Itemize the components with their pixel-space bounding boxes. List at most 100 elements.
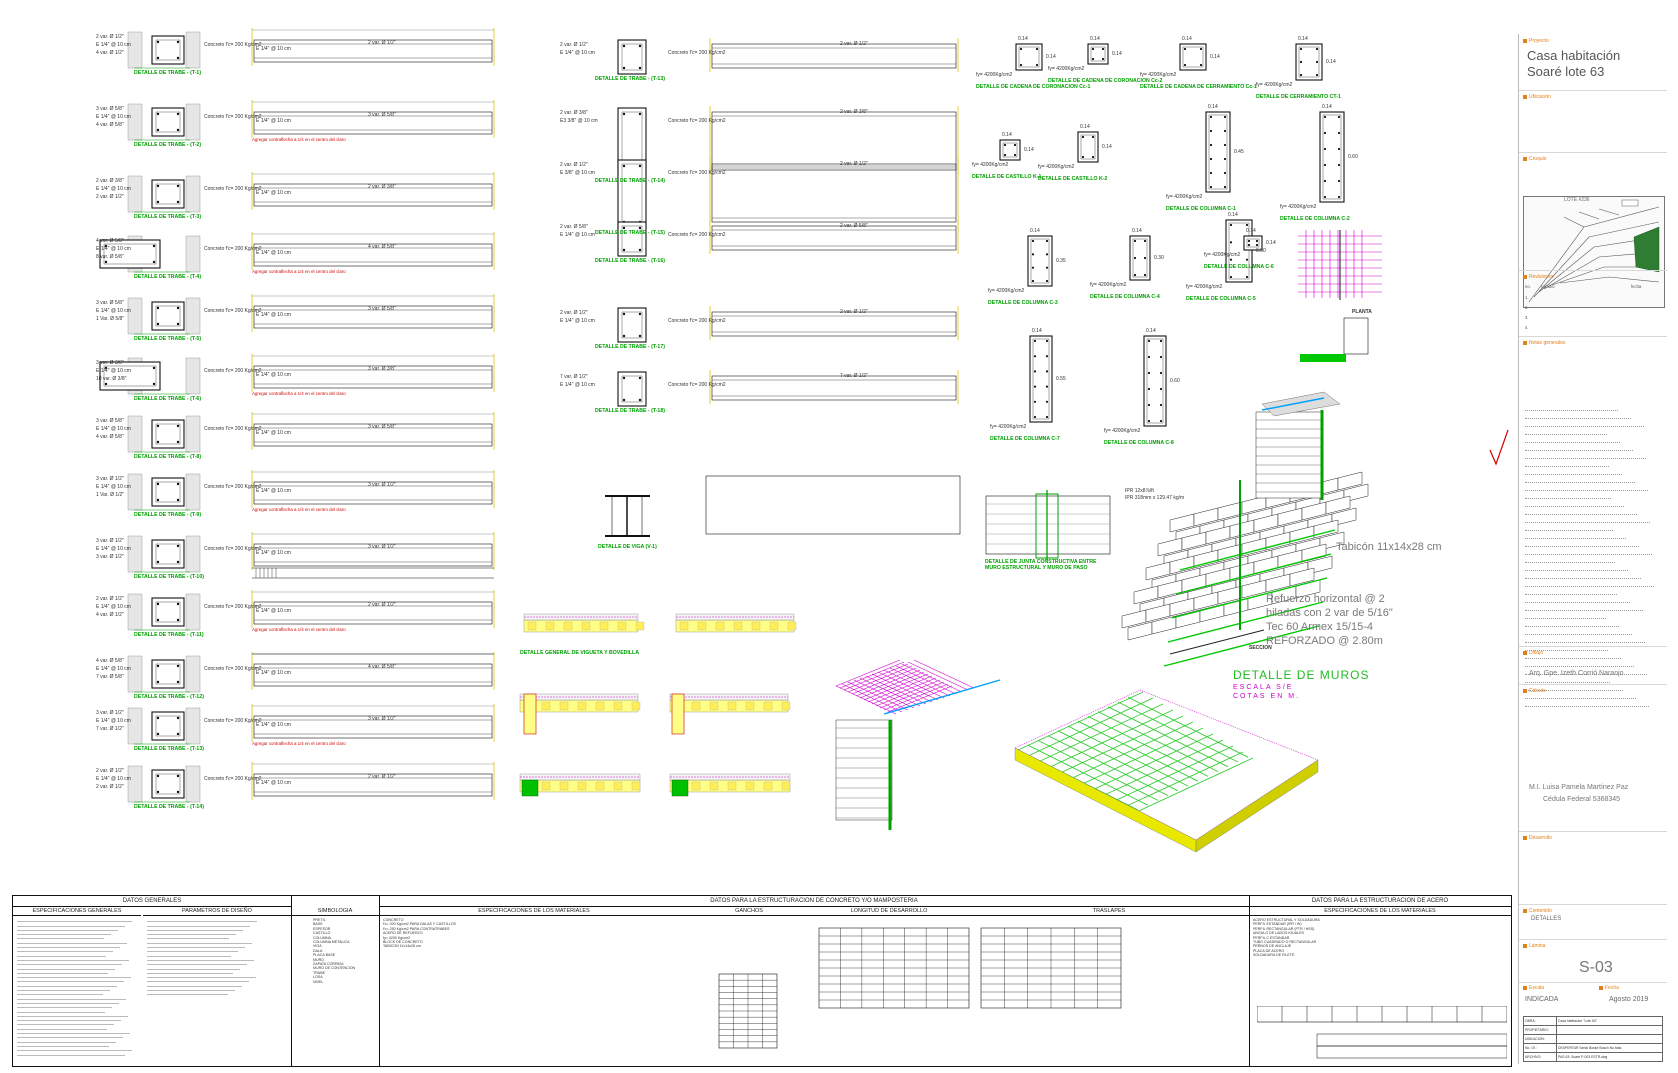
column-width: 0.14 — [1322, 104, 1332, 110]
text-line — [17, 925, 125, 927]
beam-title: DETALLE DE TRABE - (T-14) — [134, 804, 204, 810]
beam-elev-stirrup: E 1/4" @ 10 cm — [256, 118, 291, 124]
note-line — [1525, 422, 1644, 428]
text-line — [17, 1054, 125, 1056]
text-line — [17, 1028, 107, 1030]
text-line — [147, 934, 236, 936]
text-line — [17, 981, 124, 983]
column-title: DETALLE DE CADENA DE CORONACION Cc-2 — [1048, 78, 1163, 84]
text-line — [147, 951, 238, 953]
spec-line: ACERO ESTRUCTURAL Y SOLDADURA — [1253, 918, 1320, 922]
column-section — [1129, 235, 1151, 281]
note-line — [1525, 654, 1621, 659]
beam-title: DETALLE DE TRABE - (T-2) — [134, 142, 202, 148]
beam-elev-stirrup: E 1/4" @ 10 cm — [256, 780, 291, 786]
beam-section-T-5 — [127, 294, 495, 335]
mid-beam-title: DETALLE DE TRABE - (T-13) — [595, 76, 665, 82]
beam-concrete: Concreto f'c= 200 Kg/cm2 — [204, 776, 262, 782]
check-mark-icon — [1489, 429, 1509, 466]
info-key: OBRA: — [1523, 1016, 1557, 1026]
column-title: DETALLE DE COLUMNA C-8 — [1104, 440, 1174, 446]
specifications-panel: DATOS GENERALES ESPECIFICACIONES GENERAL… — [12, 895, 1512, 1067]
spec-line: ACERO DE REFUERZO — [383, 931, 423, 936]
seccion-label: SECCION — [1249, 645, 1272, 651]
beam-section-T-10 — [127, 532, 495, 573]
beam-stirrup: E 1/4" @ 10 cm — [96, 308, 131, 314]
longitud-header: LONGITUD DE DESARROLLO — [809, 907, 969, 916]
note-line — [1525, 669, 1647, 675]
spec-line: PLACA BASE — [313, 953, 336, 958]
note-line — [1525, 598, 1630, 603]
acero-col: DATOS PARA LA ESTRUCTURACION DE ACERO ES… — [1249, 896, 1511, 1066]
esp-generales-header: ESPECIFICACIONES GENERALES — [13, 907, 141, 916]
spec-line: COLUMNA — [313, 935, 331, 940]
ganchos-header: GANCHOS — [689, 907, 809, 916]
mid-beam-section — [617, 370, 959, 407]
beam-elev-stirrup: E 1/4" @ 10 cm — [256, 488, 291, 494]
column-section — [1143, 335, 1167, 427]
beam-elev-top: 3 var. Ø 5/8" — [368, 112, 396, 118]
column-steel: fy= 4200Kg/cm2 — [972, 162, 1009, 168]
beam-stirrup: E 1/4" @ 10 cm — [96, 604, 131, 610]
losa-detail-6 — [669, 773, 791, 793]
column-steel: fy= 4200Kg/cm2 — [988, 288, 1025, 294]
beam-title: DETALLE DE TRABE - (T-6) — [134, 396, 202, 402]
datos-concreto-header: DATOS PARA LA ESTRUCTURACION DE CONCRETO… — [379, 897, 1249, 907]
beam-bottom-bars: 10 var. Ø 3/8" — [96, 376, 127, 382]
column-title: DETALLE DE COLUMNA C-7 — [990, 436, 1060, 442]
info-row: UBICACION: — [1523, 1034, 1663, 1044]
datos-generales-col: DATOS GENERALES ESPECIFICACIONES GENERAL… — [13, 896, 292, 1066]
beam-elev-stirrup: E 1/4" @ 10 cm — [256, 372, 291, 378]
beam-bottom-bars: 8 var. Ø 5/8" — [96, 254, 124, 260]
text-line — [17, 1002, 119, 1004]
escala-label: Escala — [1523, 985, 1544, 991]
column-dim: 0.30 — [1154, 255, 1164, 261]
mid-beam-elev-top: 2 var. Ø 1/2" — [840, 41, 868, 47]
simbologia-header: SIMBOLOGIA — [291, 907, 379, 916]
wall-mesh-iso — [835, 659, 1001, 830]
beam-elev-top: 2 var. Ø 1/2" — [368, 602, 396, 608]
spec-line: BASE — [313, 922, 323, 927]
mid-beam-concrete: Concreto f'c= 200 Kg/cm2 — [668, 382, 726, 388]
column-steel: fy= 4200Kg/cm2 — [1280, 204, 1317, 210]
concreto-col: DATOS PARA LA ESTRUCTURACION DE CONCRETO… — [379, 896, 1250, 1066]
text-line — [147, 994, 228, 996]
beam-elev-top: 4 var. Ø 5/8" — [368, 244, 396, 250]
beam-stirrup: E 1/4" @ 10 cm — [96, 546, 131, 552]
text-line — [17, 929, 118, 931]
note-line — [1525, 446, 1633, 452]
note-line — [1525, 558, 1615, 563]
note-line — [1525, 430, 1607, 436]
beam-elev-top: 3 var. Ø 1/2" — [368, 716, 396, 722]
spec-line: NIVEL — [313, 979, 324, 984]
calculo-name: M.I. Luisa Pamela Martínez Paz — [1529, 784, 1629, 791]
muros-scale: ESCALA S/E COTAS EN M. — [1233, 684, 1300, 700]
column-width: 0.14 — [1030, 228, 1040, 234]
info-value: PAS 63: Soaré P-003 ESTR.dwg — [1556, 1052, 1663, 1062]
text-line — [17, 1015, 128, 1017]
column-title: DETALLE DE CASTILLO K-1 — [972, 174, 1042, 180]
info-value — [1556, 1034, 1663, 1044]
desarrollo-label: Desarrollo — [1523, 835, 1552, 841]
planta-label: PLANTA — [1352, 309, 1372, 315]
spec-line: VIGA — [313, 944, 322, 949]
beam-elev-stirrup: E 1/4" @ 10 cm — [256, 190, 291, 196]
beam-title: DETALLE DE TRABE - (T-1) — [134, 70, 202, 76]
beam-stirrup: E 1/4" @ 10 cm — [96, 186, 131, 192]
note-line — [1525, 685, 1623, 691]
spec-table — [818, 927, 970, 1009]
column-dim: 0.60 — [1170, 378, 1180, 384]
beam-section-T-3 — [127, 172, 495, 213]
text-line — [147, 977, 256, 979]
beam-elev-top: 3 var. Ø 1/2" — [368, 482, 396, 488]
beam-elev-stirrup: E 1/4" @ 10 cm — [256, 430, 291, 436]
mid-beam-section — [617, 106, 959, 177]
note-line — [1525, 486, 1648, 492]
beam-top-bars: 3 var. Ø 3/8" — [96, 360, 124, 366]
spec-line: ESPESOR — [313, 926, 331, 931]
escala-value: INDICADA — [1525, 996, 1559, 1003]
beam-title: DETALLE DE TRABE - (T-13) — [134, 746, 204, 752]
note-line — [1525, 662, 1634, 667]
beam-concrete: Concreto f'c= 200 Kg/cm2 — [204, 368, 262, 374]
beam-stirrup: E 1/4" @ 10 cm — [96, 718, 131, 724]
